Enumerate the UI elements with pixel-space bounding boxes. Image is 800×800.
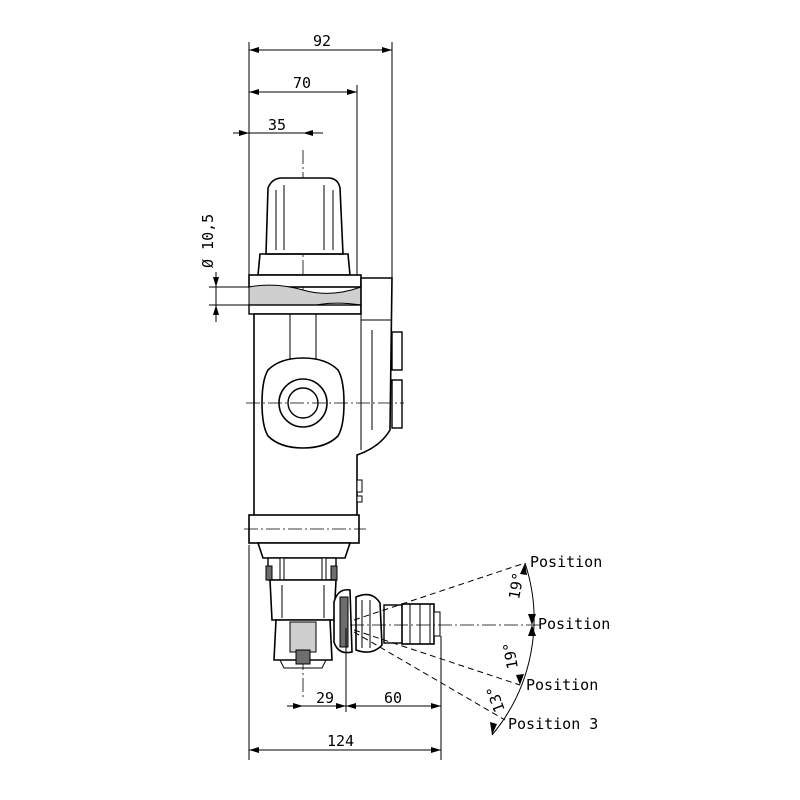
dimension-70: 70: [249, 74, 358, 275]
dimension-29-60: 29 60: [287, 628, 442, 760]
dimension-70-label: 70: [293, 74, 311, 92]
dimension-124: 124: [248, 545, 441, 760]
position-label-4: Position 3: [508, 715, 598, 733]
lower-flange: [244, 514, 366, 559]
lower-spool: [265, 557, 338, 669]
dimension-35: 35: [233, 116, 323, 136]
dimension-92-label: 92: [313, 32, 331, 50]
position-label-2: Position: [538, 615, 610, 633]
lever-boot: [333, 588, 441, 654]
position-label-1: Position: [530, 553, 602, 571]
angle-lower-label: 19°: [500, 641, 522, 671]
central-port: [246, 357, 404, 449]
lever-position-lines: [350, 562, 540, 736]
position-label-3: Position: [526, 676, 598, 694]
dimension-124-label: 124: [327, 732, 354, 750]
angle-upper-label: 19°: [505, 571, 527, 601]
dimension-92: 92: [248, 32, 393, 290]
dimension-60-label: 60: [384, 689, 402, 707]
dimension-35-label: 35: [268, 116, 286, 134]
upper-ring: [248, 274, 362, 315]
dimension-29-label: 29: [316, 689, 334, 707]
dimension-diameter: Ø 10,5: [199, 214, 262, 322]
top-knob: [257, 177, 351, 276]
angle-extra-label: 13°: [483, 683, 509, 715]
dimension-diameter-label: Ø 10,5: [199, 214, 217, 268]
